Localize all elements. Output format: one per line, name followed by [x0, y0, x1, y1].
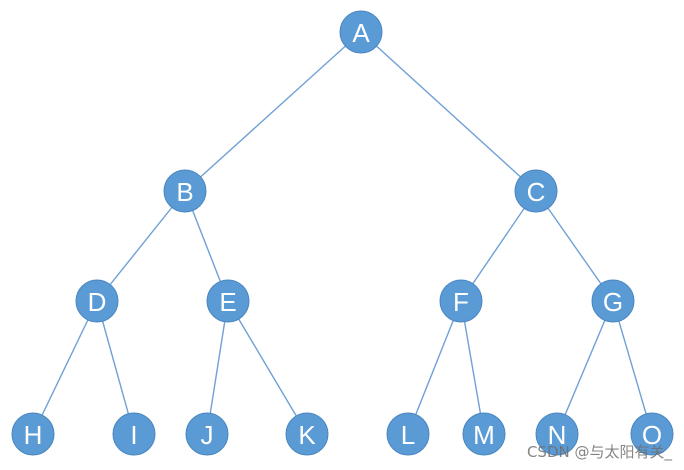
tree-node-e: E — [206, 279, 250, 323]
tree-node-h: H — [11, 412, 55, 456]
edge-c-g — [535, 190, 614, 302]
node-label: M — [473, 420, 495, 450]
tree-node-o: O — [630, 412, 674, 456]
node-circle — [535, 412, 579, 456]
edge-e-j — [206, 300, 229, 435]
edge-e-k — [227, 300, 308, 435]
tree-node-f: F — [439, 279, 483, 323]
node-label: J — [201, 420, 214, 450]
node-label: H — [24, 420, 43, 450]
tree-node-n: N — [535, 412, 579, 456]
node-circle — [591, 279, 635, 323]
edge-a-c — [360, 31, 537, 192]
edge-c-f — [460, 190, 537, 302]
node-circle — [339, 10, 383, 54]
node-label: F — [453, 287, 469, 317]
node-circle — [185, 412, 229, 456]
tree-node-l: L — [386, 412, 430, 456]
tree-node-d: D — [75, 279, 119, 323]
tree-node-k: K — [285, 412, 329, 456]
edge-d-h — [32, 300, 98, 435]
tree-node-m: M — [462, 412, 506, 456]
node-label: K — [298, 420, 316, 450]
node-circle — [206, 279, 250, 323]
tree-node-g: G — [591, 279, 635, 323]
tree-node-a: A — [339, 10, 383, 54]
node-label: G — [603, 287, 623, 317]
node-label: I — [130, 420, 137, 450]
tree-edges — [32, 31, 653, 435]
node-circle — [439, 279, 483, 323]
node-circle — [630, 412, 674, 456]
tree-node-j: J — [185, 412, 229, 456]
node-circle — [514, 169, 558, 213]
tree-nodes: A B C D E F G H I J K L M N O — [11, 10, 674, 456]
node-circle — [11, 412, 55, 456]
tree-node-c: C — [514, 169, 558, 213]
edge-d-i — [96, 300, 135, 435]
edge-g-n — [556, 300, 614, 435]
csdn-watermark: CSDN @与太阳有关_ — [526, 443, 672, 461]
node-circle — [386, 412, 430, 456]
node-label: D — [88, 287, 107, 317]
node-label: N — [548, 420, 567, 450]
node-label: E — [219, 287, 236, 317]
node-label: O — [642, 420, 662, 450]
edge-f-l — [407, 300, 462, 435]
tree-node-i: I — [112, 412, 156, 456]
node-circle — [462, 412, 506, 456]
node-circle — [285, 412, 329, 456]
edge-f-m — [460, 300, 485, 435]
node-label: A — [352, 18, 370, 48]
node-circle — [75, 279, 119, 323]
edge-a-b — [184, 31, 362, 192]
node-circle — [163, 169, 207, 213]
edge-b-d — [96, 190, 186, 302]
node-circle — [112, 412, 156, 456]
node-label: B — [176, 177, 193, 207]
node-label: L — [401, 420, 415, 450]
node-label: C — [527, 177, 546, 207]
edge-g-o — [612, 300, 653, 435]
tree-node-b: B — [163, 169, 207, 213]
